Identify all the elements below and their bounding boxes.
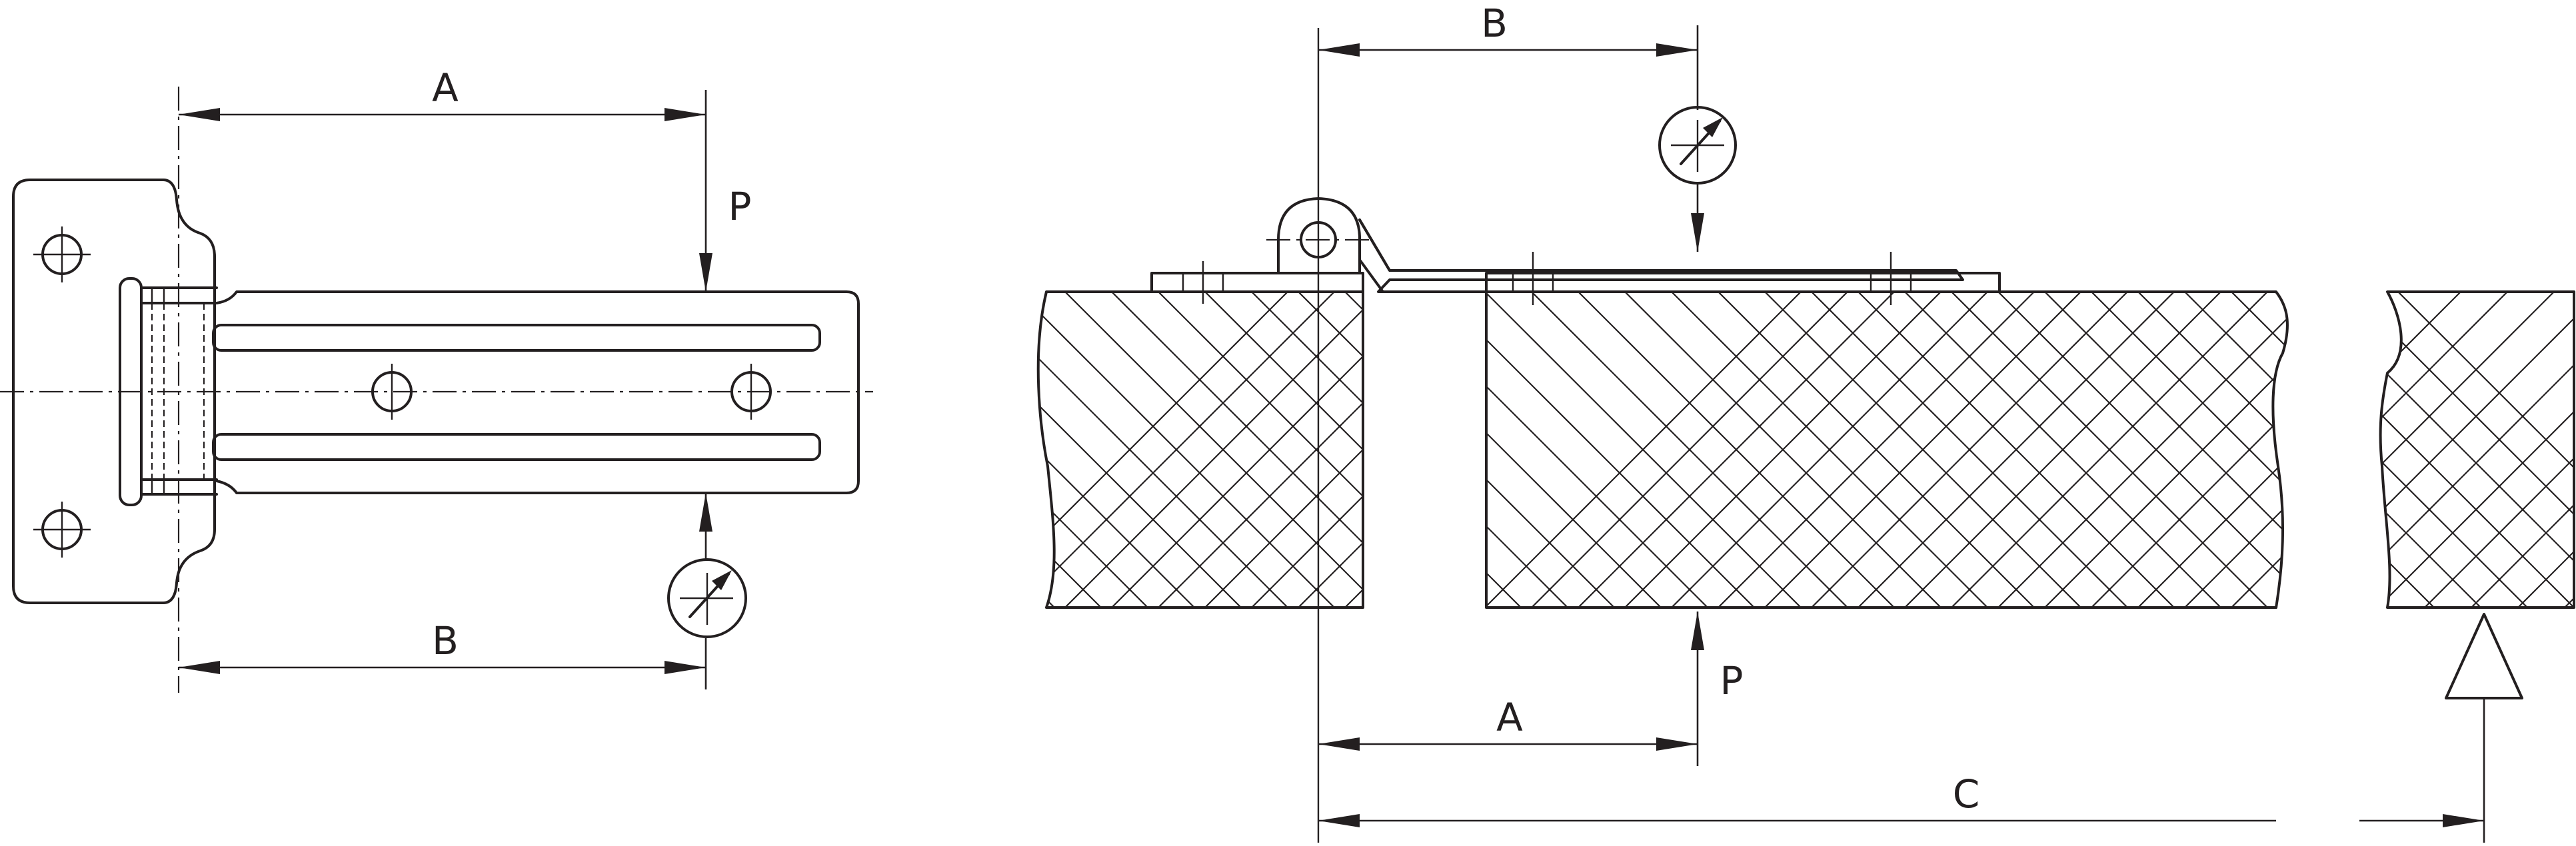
- force-label-p: P: [728, 184, 752, 229]
- support-triangle-icon: [2445, 613, 2523, 843]
- force-label-p-side: P: [1720, 658, 1744, 703]
- panel-section-middle: [1485, 290, 2289, 609]
- hinge-plate-right: [1485, 272, 2001, 293]
- hinge-knuckle: [119, 277, 143, 506]
- hinge-leaf: [215, 290, 860, 494]
- hinge-leaf-side: [1358, 218, 1964, 293]
- hinge-front-view: A P B: [0, 65, 873, 693]
- torque-gauge-icon: [1658, 106, 1737, 185]
- dimension-label-b: B: [432, 618, 459, 663]
- dimension-label-c: C: [1953, 771, 1980, 817]
- hinge-hardware-side: [1150, 197, 2001, 305]
- leaf-slot: [212, 324, 821, 352]
- dimension-label-b-side: B: [1481, 1, 1508, 46]
- hinge-side-view: B P A C: [1036, 1, 2575, 843]
- panel-section-right: [2379, 290, 2575, 609]
- dimension-label-a: A: [432, 65, 459, 111]
- dimension-label-a-side: A: [1496, 695, 1523, 740]
- hinge-plate-left: [1150, 272, 1364, 293]
- panel-section-left: [1036, 290, 1364, 609]
- torque-gauge-icon: [667, 558, 747, 638]
- leaf-slot: [212, 433, 821, 461]
